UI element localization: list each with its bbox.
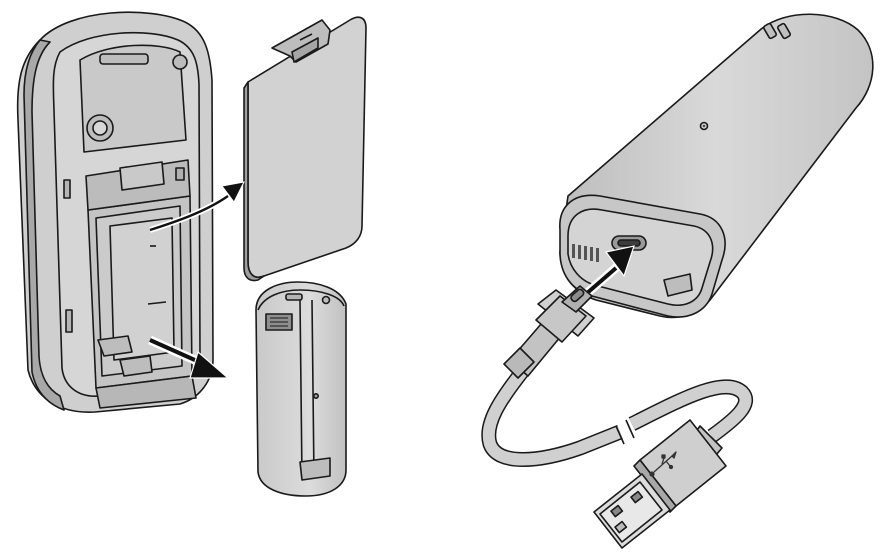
usb-symbol-icon — [649, 451, 677, 477]
battery-pack-charging — [559, 13, 874, 319]
battery-pull-arrow — [148, 335, 230, 379]
charging-vents — [572, 244, 599, 262]
usb-a-plug — [593, 419, 727, 549]
usb-cable — [481, 367, 753, 467]
device-back — [16, 11, 214, 413]
cover-lift-arrow — [149, 181, 245, 233]
battery-pack — [255, 281, 347, 497]
insert-plug-arrow — [583, 245, 635, 298]
battery-cover — [243, 16, 367, 282]
usb-c-plug — [503, 285, 595, 379]
